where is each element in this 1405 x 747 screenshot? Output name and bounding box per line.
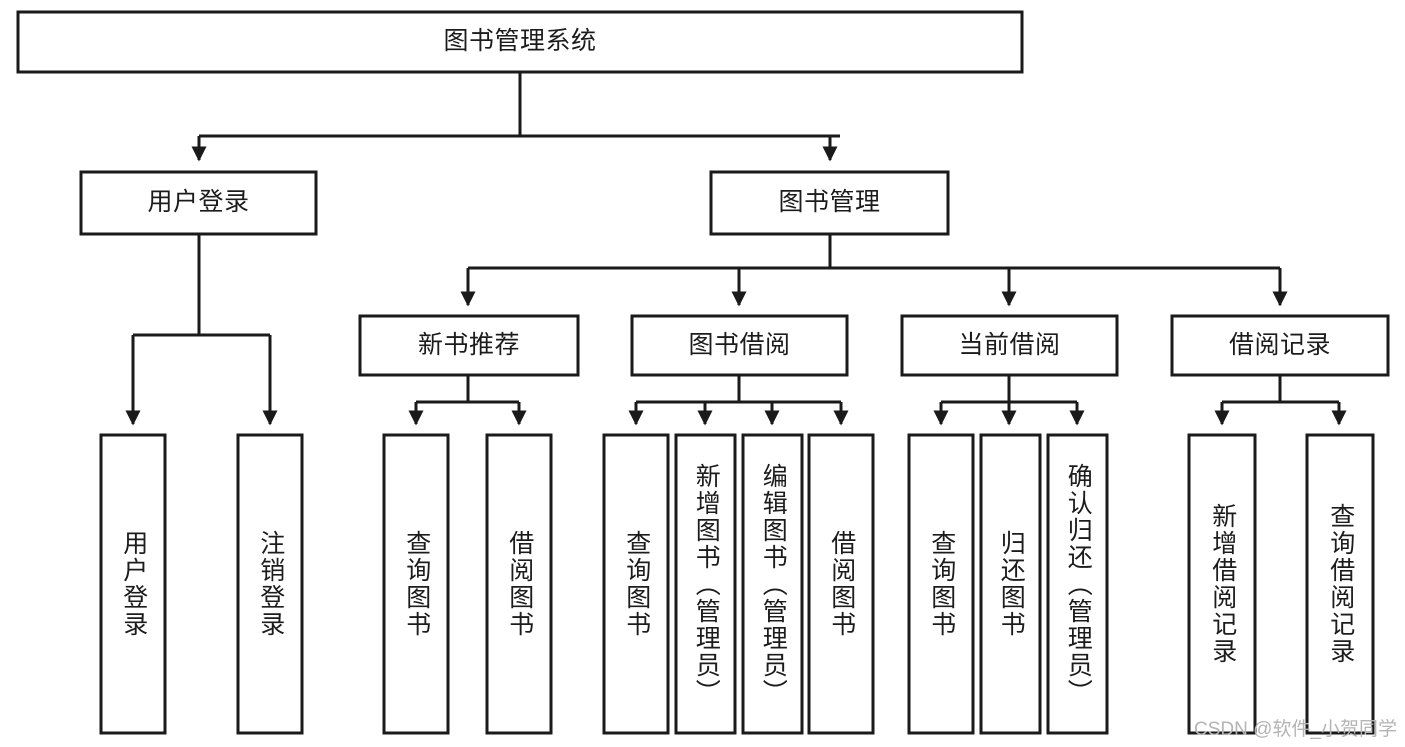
leaf-book-borrow-1[interactable]: [674, 433, 737, 735]
leaf-user-login-1[interactable]: [236, 433, 304, 735]
connector-user-login-to-leaves: [125, 234, 278, 426]
connector-book-manage-to-level3: [460, 234, 1288, 307]
node-root[interactable]: [16, 10, 1024, 74]
node-current-borrow[interactable]: [900, 314, 1119, 377]
leaf-current-borrow-2[interactable]: [1046, 433, 1109, 735]
leaf-book-borrow-0[interactable]: [602, 433, 670, 735]
leaf-borrow-record-1[interactable]: [1305, 433, 1375, 735]
node-borrow-record[interactable]: [1170, 314, 1390, 377]
leaf-new-book-0[interactable]: [382, 433, 450, 735]
leaf-book-borrow-2[interactable]: [741, 433, 804, 735]
leaf-borrow-record-0[interactable]: [1187, 433, 1257, 735]
leaf-new-book-1[interactable]: [485, 433, 553, 735]
leaf-user-login-0[interactable]: [99, 433, 167, 735]
leaf-current-borrow-1[interactable]: [979, 433, 1042, 735]
node-book-borrow[interactable]: [630, 314, 849, 377]
node-user-login[interactable]: [79, 170, 318, 236]
connector-new-book-to-leaves: [408, 375, 527, 426]
connector-book-borrow-to-leaves: [628, 375, 849, 426]
leaf-book-borrow-3[interactable]: [807, 433, 875, 735]
leaf-current-borrow-0[interactable]: [907, 433, 975, 735]
connector-root-to-level2: [191, 72, 840, 162]
node-book-manage[interactable]: [709, 170, 950, 236]
connector-current-borrow-to-leaves: [933, 375, 1085, 426]
connector-borrow-record-to-leaves: [1214, 375, 1347, 426]
node-new-book-recommend[interactable]: [358, 314, 580, 377]
